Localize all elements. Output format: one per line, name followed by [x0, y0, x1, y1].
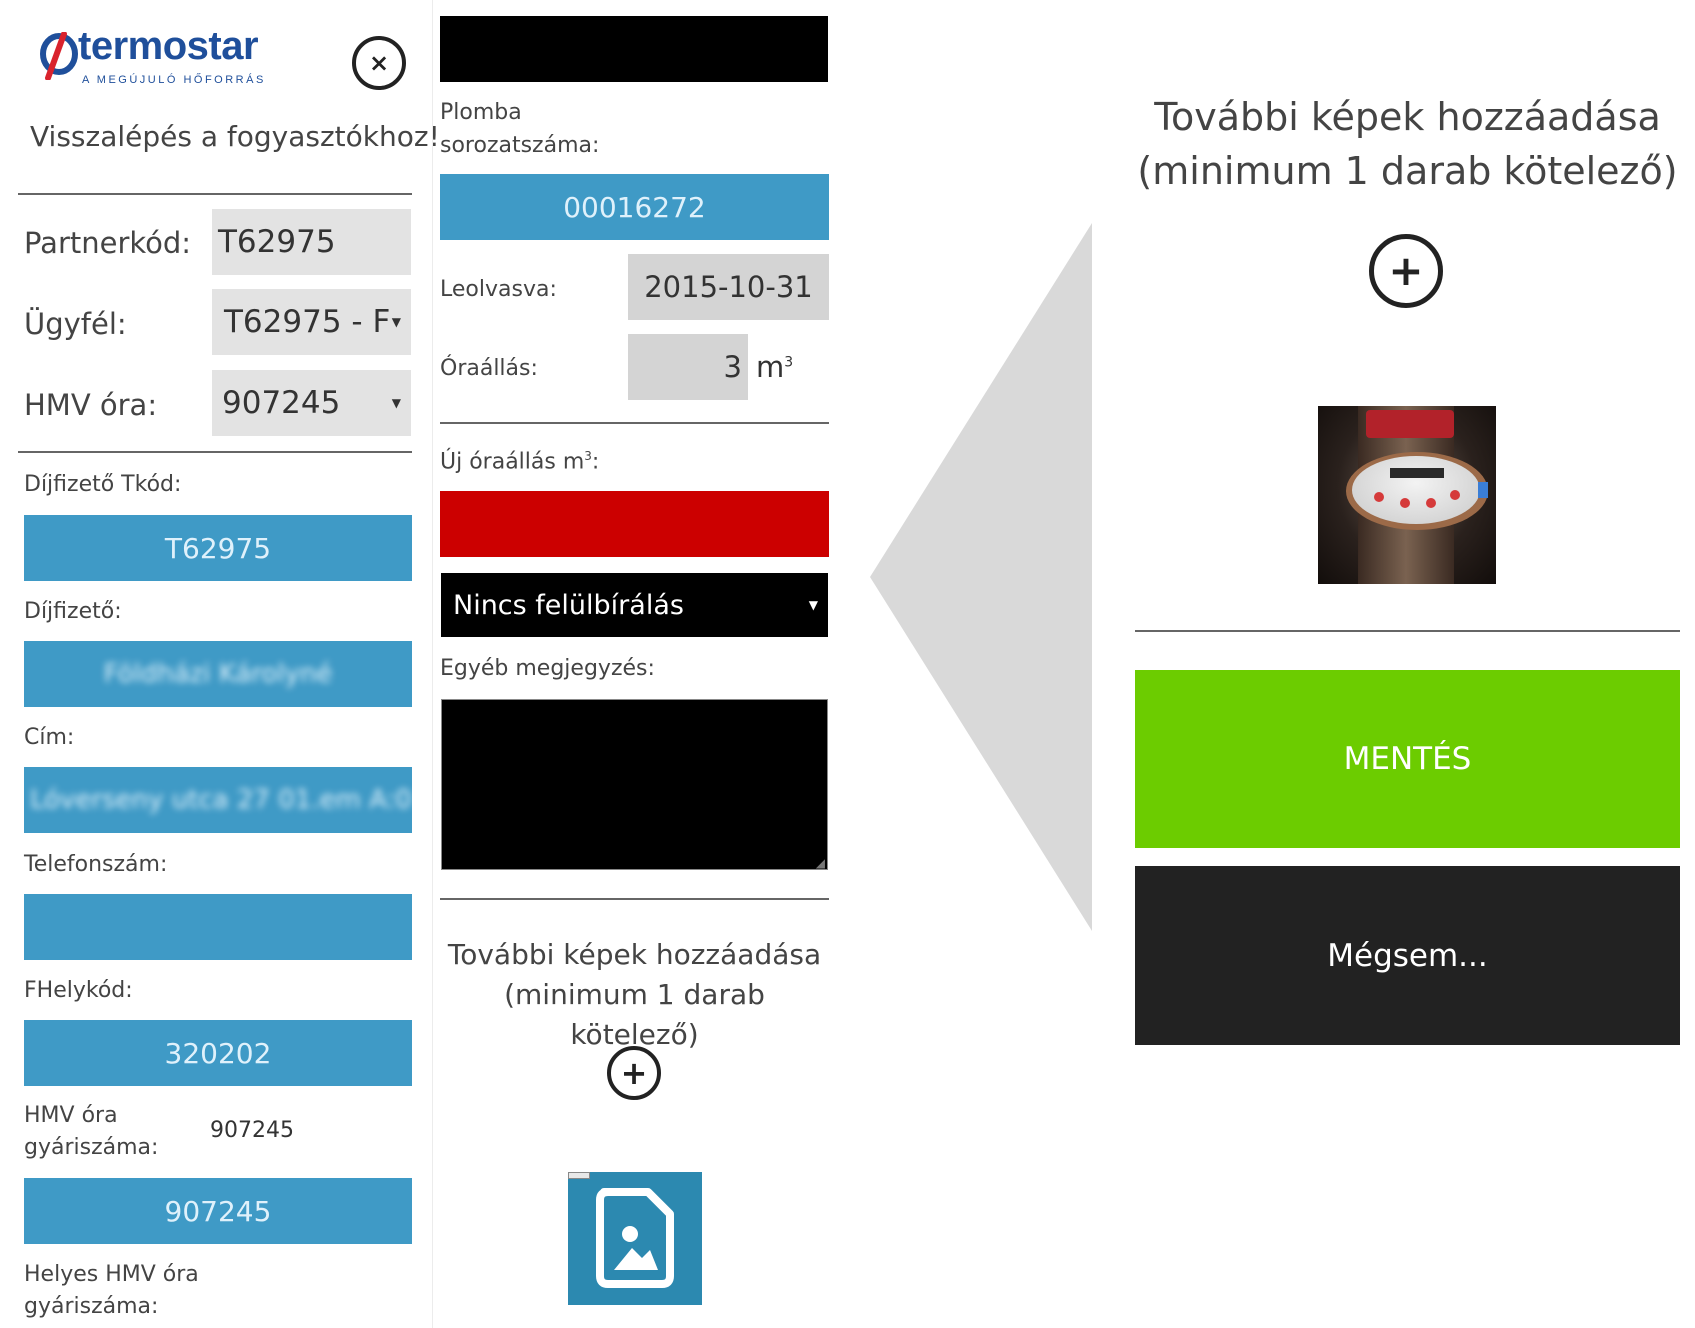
meter-photo-thumbnail[interactable] — [1318, 406, 1496, 584]
save-button[interactable]: MENTÉS — [1135, 670, 1680, 848]
cancel-button[interactable]: Mégsem... — [1135, 866, 1680, 1045]
column-separator — [432, 0, 433, 1328]
logo-text: termostar — [78, 24, 259, 68]
uj-oraallas-label: Új óraállás m3: — [440, 449, 600, 475]
plomba-label-line2: sorozatszáma: — [440, 133, 600, 158]
partnerkod-field[interactable]: T62975 — [212, 209, 411, 275]
hmv-ora-select[interactable]: 907245 ▼ — [212, 370, 411, 436]
resize-handle-icon[interactable]: ◢ — [815, 856, 825, 870]
add-circle-icon: + — [620, 1054, 648, 1092]
thumb-select-marker — [568, 1172, 590, 1179]
kepek-title-large: További képek hozzáadása (minimum 1 dara… — [1137, 95, 1678, 193]
caret-down-icon: ▼ — [391, 396, 401, 410]
plomba-field[interactable]: 00016272 — [440, 174, 829, 240]
save-button-label: MENTÉS — [1343, 741, 1472, 777]
divider — [18, 451, 412, 453]
plomba-value: 00016272 — [563, 190, 706, 224]
hmv-ora-value: 907245 — [222, 385, 341, 421]
hmv-ora-label: HMV óra: — [24, 388, 158, 422]
divider — [1135, 630, 1680, 632]
felulbiralas-value: Nincs felülbírálás — [453, 589, 684, 621]
helyes-gyariszam-label-line2: gyáriszáma: — [24, 1294, 159, 1319]
gyariszam-label-line2: gyáriszáma: — [24, 1135, 159, 1160]
divider — [440, 422, 829, 424]
leolvasva-label: Leolvasva: — [440, 277, 557, 302]
divider — [440, 898, 829, 900]
kepek-title: További képek hozzáadása (minimum 1 dara… — [447, 938, 822, 1051]
meter-dial — [1352, 456, 1480, 524]
callout-pointer — [870, 223, 1092, 931]
fhelykod-field[interactable]: 320202 — [24, 1020, 412, 1086]
meter-valve — [1366, 410, 1454, 438]
redacted-field[interactable] — [440, 16, 828, 82]
fhelykod-value: 320202 — [164, 1036, 272, 1070]
helyes-gyariszam-label-line1: Helyes HMV óra — [24, 1262, 199, 1287]
logo-mark-icon — [40, 32, 78, 80]
dijfizeto-tkod-value: T62975 — [164, 531, 272, 565]
gyariszam-label-line1: HMV óra — [24, 1103, 118, 1128]
dijfizeto-label: Díjfizető: — [24, 599, 122, 624]
add-image-button[interactable]: + — [607, 1046, 661, 1100]
megjegyzes-textarea[interactable]: ◢ — [441, 699, 828, 870]
leolvasva-value: 2015-10-31 — [644, 270, 813, 304]
plomba-label-line1: Plomba — [440, 100, 522, 125]
gyariszam-value: 907245 — [210, 1118, 294, 1143]
megjegyzes-label: Egyéb megjegyzés: — [440, 656, 655, 681]
partnerkod-value: T62975 — [218, 224, 336, 260]
caret-down-icon: ▼ — [808, 598, 818, 612]
cim-value: Lóverseny utca 27 01.em A:0 — [30, 785, 412, 815]
telefon-field[interactable] — [24, 894, 412, 960]
ugyfel-label: Ügyfél: — [24, 307, 127, 341]
cim-label: Cím: — [24, 725, 75, 750]
cim-field[interactable]: Lóverseny utca 27 01.em A:0 — [24, 767, 412, 833]
telefon-label: Telefonszám: — [24, 852, 168, 877]
fhelykod-label: FHelykód: — [24, 978, 133, 1003]
meter-dial-red-2 — [1400, 498, 1410, 508]
meter-digits — [1390, 468, 1444, 478]
cancel-button-label: Mégsem... — [1327, 937, 1488, 974]
meter-dial-red-1 — [1374, 492, 1384, 502]
oraallas-field[interactable]: 3 — [628, 334, 748, 400]
meter-dial-red-3 — [1426, 498, 1436, 508]
image-placeholder-thumbnail[interactable] — [568, 1172, 702, 1305]
gyariszam-field[interactable]: 907245 — [24, 1178, 412, 1244]
back-to-consumers-link[interactable]: Visszalépés a fogyasztókhoz! — [30, 120, 440, 153]
oraallas-value: 3 — [723, 350, 742, 384]
uj-oraallas-input[interactable] — [440, 491, 829, 557]
gyariszam-box-value: 907245 — [164, 1194, 272, 1228]
meter-connector — [1478, 482, 1488, 498]
brand-logo: termostar A MEGÚJULÓ HŐFORRÁS — [38, 24, 298, 92]
oraallas-label: Óraállás: — [440, 356, 538, 381]
add-circle-icon: + — [1388, 246, 1424, 295]
felulbiralas-select[interactable]: Nincs felülbírálás ▼ — [441, 573, 828, 637]
logo-tagline: A MEGÚJULÓ HŐFORRÁS — [82, 74, 266, 86]
leolvasva-field[interactable]: 2015-10-31 — [628, 254, 829, 320]
ugyfel-select[interactable]: T62975 - F ▼ — [212, 289, 411, 355]
close-icon: × — [368, 49, 390, 77]
meter-dial-red-4 — [1450, 490, 1460, 500]
dijfizeto-tkod-label: Díjfizető Tkód: — [24, 472, 182, 497]
oraallas-unit: m3 — [756, 350, 794, 384]
ugyfel-value: T62975 - F — [224, 304, 391, 340]
divider — [18, 193, 412, 195]
add-image-button-large[interactable]: + — [1369, 234, 1443, 308]
close-button[interactable]: × — [352, 36, 406, 90]
dijfizeto-tkod-field[interactable]: T62975 — [24, 515, 412, 581]
image-file-icon — [596, 1188, 674, 1288]
dijfizeto-field[interactable]: Földházi Károlyné — [24, 641, 412, 707]
dijfizeto-value: Földházi Károlyné — [103, 659, 333, 689]
caret-down-icon: ▼ — [391, 315, 401, 329]
partnerkod-label: Partnerkód: — [24, 226, 192, 260]
